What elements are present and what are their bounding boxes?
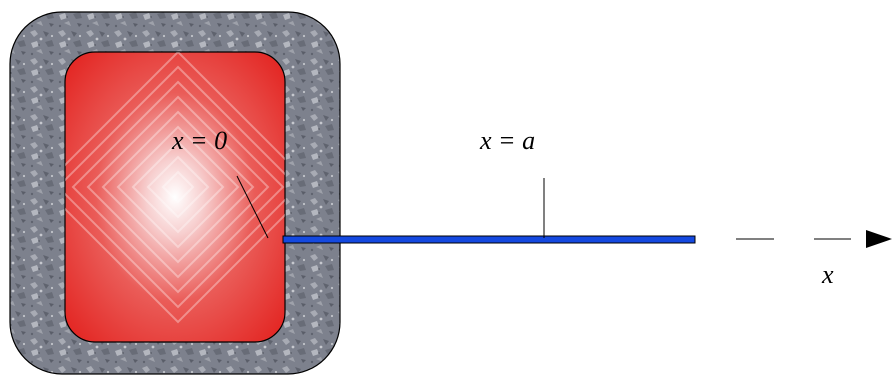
axis-label: x xyxy=(822,260,834,289)
end-label: x = a xyxy=(480,126,536,155)
heat-diamond-pattern xyxy=(65,52,285,324)
x-axis-arrow xyxy=(736,230,892,248)
origin-label: x = 0 xyxy=(172,126,228,155)
furnace-block xyxy=(9,11,341,375)
arrowhead-icon xyxy=(866,230,892,248)
rod xyxy=(282,235,696,244)
inner-hot-region xyxy=(64,51,286,343)
origin-pointer-line xyxy=(236,175,269,239)
